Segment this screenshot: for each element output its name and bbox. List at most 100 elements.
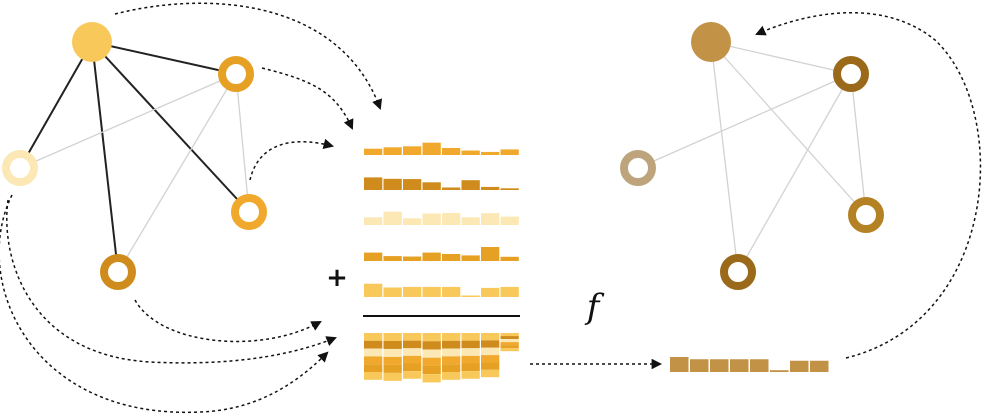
output-bar	[750, 359, 769, 372]
aggregate-segment	[364, 348, 383, 357]
output-bar	[770, 370, 789, 372]
aggregate-segment	[422, 374, 441, 383]
aggregate-segment	[422, 333, 441, 342]
feature-bar	[403, 286, 422, 297]
feature-bar	[442, 212, 461, 225]
aggregate-segment	[500, 333, 519, 337]
graph-edge	[235, 73, 250, 213]
feature-bar	[422, 182, 441, 190]
aggregate-segment	[383, 348, 402, 357]
aggregate-segment	[481, 340, 500, 348]
dashed-arrow	[114, 2, 382, 110]
input-graph-nodes	[2, 22, 267, 290]
graph-edge	[710, 41, 867, 216]
feature-bar	[364, 177, 383, 190]
feature-bar	[383, 178, 402, 190]
graph-edge	[19, 73, 237, 169]
feature-bar	[461, 295, 480, 297]
feature-bar	[481, 151, 500, 155]
dashed-arrow	[249, 138, 335, 181]
aggregate-segment	[403, 340, 422, 349]
aggregate-segment	[364, 340, 383, 349]
feature-bar	[403, 218, 422, 225]
aggregate-segment	[461, 371, 480, 379]
graph-node-ring	[848, 197, 884, 233]
graph-edge	[737, 73, 852, 273]
graph-node-ring	[620, 150, 656, 186]
feature-bar	[442, 254, 461, 261]
aggregate-segment	[364, 372, 383, 380]
feature-bar	[383, 256, 402, 261]
feature-bar	[442, 148, 461, 155]
feature-bar	[481, 186, 500, 190]
graph-node-ring	[2, 150, 38, 186]
aggregate-segment	[403, 355, 422, 364]
feature-bar	[442, 187, 461, 190]
aggregate-segment	[422, 349, 441, 358]
aggregate-segment	[500, 336, 519, 340]
aggregate-segment	[500, 342, 519, 346]
feature-bar	[383, 147, 402, 155]
graph-node-ring	[231, 194, 267, 230]
aggregate-segment	[364, 364, 383, 372]
aggregate-segment	[403, 371, 422, 379]
feature-bar	[481, 213, 500, 225]
feature-bar	[364, 252, 383, 261]
aggregate-segment	[461, 340, 480, 349]
graph-node-filled	[72, 22, 112, 62]
feature-bar	[422, 286, 441, 297]
feature-bar	[403, 146, 422, 155]
graph-node-ring	[100, 254, 136, 290]
feature-bar	[442, 286, 461, 297]
aggregate-segment	[364, 356, 383, 365]
output-bar	[810, 360, 829, 372]
aggregate-segment	[403, 363, 422, 372]
aggregate-segment	[461, 363, 480, 372]
feature-bar	[500, 149, 519, 155]
aggregate-segment	[461, 355, 480, 364]
feature-bar	[461, 150, 480, 155]
aggregate-segment	[442, 340, 461, 349]
feature-bar	[461, 180, 480, 190]
feature-bar	[403, 256, 422, 261]
graph-edge	[91, 41, 237, 75]
aggregate-segment	[383, 340, 402, 349]
aggregate-segment	[383, 356, 402, 365]
graph-edge	[91, 41, 119, 273]
output-graph-edges	[637, 41, 867, 273]
feature-bar	[364, 148, 383, 155]
feature-bar	[422, 213, 441, 225]
aggregate-segment	[422, 341, 441, 350]
aggregate-segment	[481, 369, 500, 378]
function-label: f	[586, 287, 600, 327]
dashed-arrow	[6, 199, 337, 364]
aggregate-segment	[403, 348, 422, 356]
feature-bar	[500, 256, 519, 261]
feature-bar	[403, 179, 422, 190]
plus-operator: +	[326, 263, 348, 293]
graph-node-ring	[833, 56, 869, 92]
aggregate-segment	[500, 345, 519, 349]
output-bar	[670, 357, 689, 372]
feature-bar	[364, 283, 383, 297]
feature-bar	[500, 286, 519, 297]
graph-edge	[91, 41, 250, 213]
graph-edge	[637, 73, 852, 169]
aggregate-segment	[442, 348, 461, 357]
aggregate-segment	[481, 355, 500, 363]
aggregate-segment	[461, 348, 480, 356]
dashed-arrow	[755, 12, 982, 359]
aggregate-segment	[383, 372, 402, 381]
aggregate-segment	[500, 348, 519, 352]
graph-node-filled	[691, 22, 731, 62]
output-graph-nodes	[620, 22, 884, 290]
feature-vectors	[364, 142, 519, 297]
aggregate-segment	[442, 372, 461, 380]
feature-bar	[422, 252, 441, 261]
input-graph-edges	[19, 41, 250, 273]
graph-edge	[710, 41, 852, 75]
feature-bar	[481, 247, 500, 261]
aggregate-segment	[403, 333, 422, 341]
dashed-arrow	[0, 194, 329, 413]
